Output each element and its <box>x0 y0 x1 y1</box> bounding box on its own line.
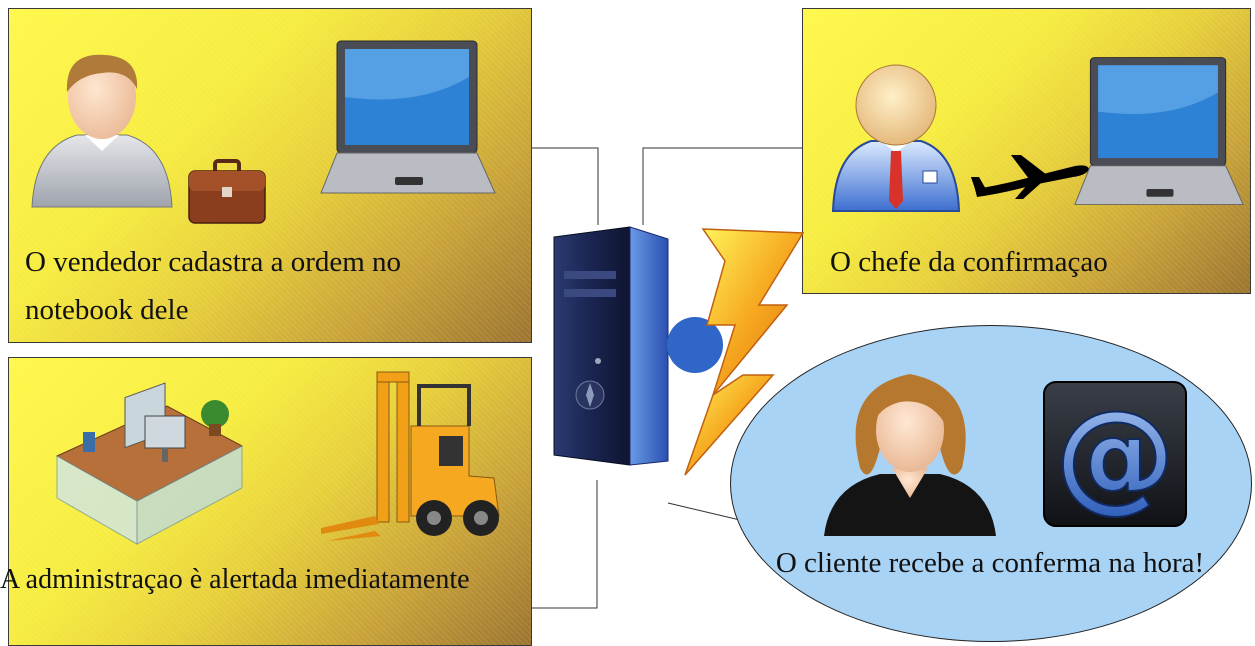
person-icon <box>31 54 173 208</box>
boss-caption: O chefe da confirmaçao <box>830 246 1108 278</box>
woman-icon <box>824 374 996 536</box>
laptop-icon <box>1074 57 1244 205</box>
salesperson-panel: O vendedor cadastra a ordem no notebook … <box>8 8 532 343</box>
customer-caption: O cliente recebe a conferma na hora! <box>775 547 1205 579</box>
at-sign-icon: @ <box>1043 381 1187 527</box>
administration-caption: A administraçao è alertada imediatamente <box>0 564 470 595</box>
salesperson-caption: O vendedor cadastra a ordem no notebook … <box>25 246 402 326</box>
airplane-icon <box>971 155 1089 199</box>
laptop-icon <box>320 40 496 194</box>
lightning-icon <box>667 228 805 476</box>
boss-panel: O chefe da confirmaçao <box>802 8 1251 294</box>
administration-panel <box>8 357 532 646</box>
briefcase-icon <box>188 159 266 224</box>
manager-icon <box>831 64 961 212</box>
forklift-icon <box>321 371 500 541</box>
svg-text:@: @ <box>1055 386 1175 525</box>
server-icon <box>553 226 669 466</box>
desk-icon <box>55 382 244 545</box>
